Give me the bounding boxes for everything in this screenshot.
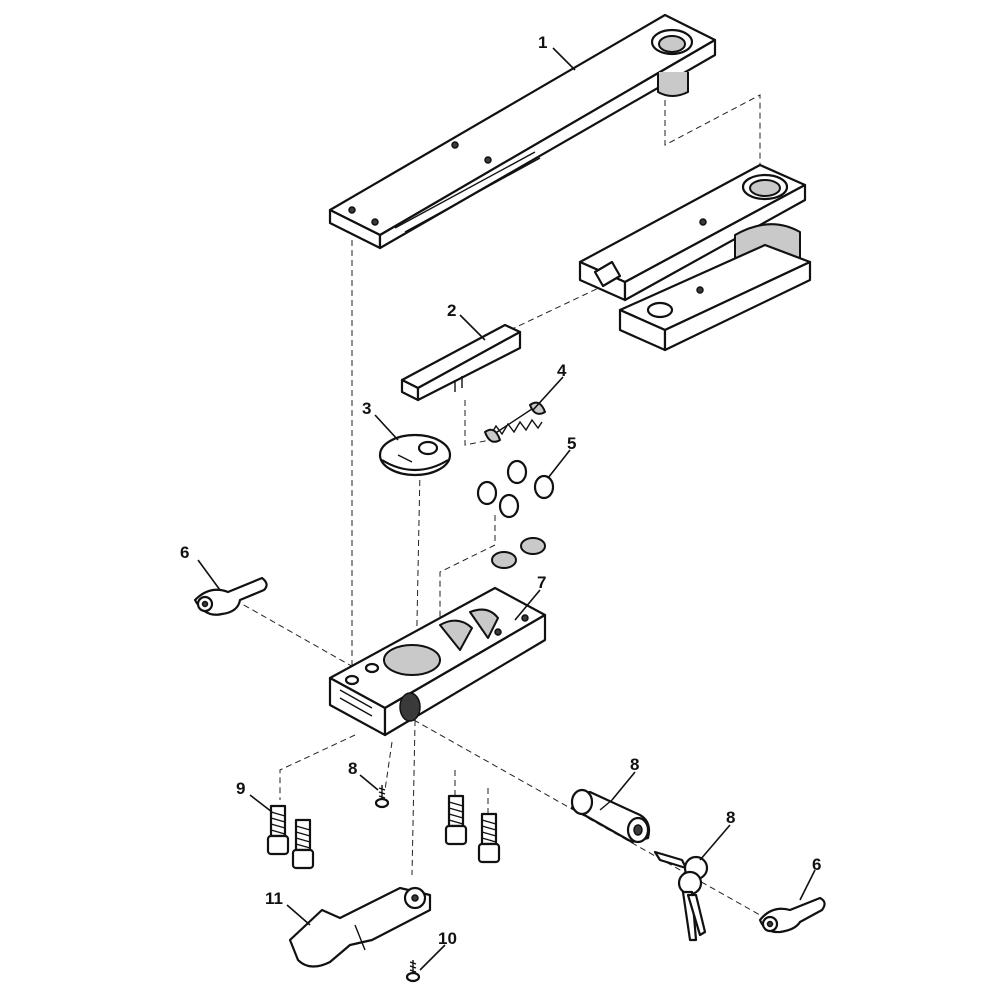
- callout-8-small-screw: 8: [348, 759, 357, 778]
- part-7-housing: [328, 586, 547, 737]
- part-8-keys: [653, 850, 709, 942]
- callout-3: 3: [362, 399, 371, 418]
- callout-labels: 1 2 3 4 5 6 7 8 8 8 9 10 11 6: [180, 33, 821, 948]
- callout-6-left: 6: [180, 543, 189, 562]
- callout-6-right: 6: [812, 855, 821, 874]
- callout-1: 1: [538, 33, 547, 52]
- callout-2: 2: [447, 301, 456, 320]
- callout-8-key: 8: [726, 808, 735, 827]
- part-9-cap-screws: [266, 794, 501, 870]
- part-8-small-screw: [374, 785, 390, 809]
- lower-arm-bracket: [578, 163, 812, 352]
- callout-5: 5: [567, 434, 576, 453]
- callout-11: 11: [265, 889, 283, 908]
- callout-leaders: [197, 47, 816, 971]
- part-3-cam-disc: [378, 433, 452, 477]
- part-8-lock-cylinder: [570, 788, 651, 844]
- callout-7: 7: [537, 573, 546, 592]
- part-11-lever-arm: [288, 886, 432, 968]
- part-2-latch-slider: [400, 323, 522, 402]
- callout-4: 4: [557, 361, 567, 380]
- part-6-thumb-turn-right: [758, 896, 826, 934]
- part-10-small-screw: [405, 960, 421, 983]
- part-4-spring: [484, 401, 546, 443]
- callout-8-cylinder: 8: [630, 755, 639, 774]
- part-1-top-arm: [328, 13, 717, 250]
- callout-10: 10: [438, 929, 457, 948]
- part-5-pins: [476, 459, 555, 569]
- part-6-thumb-turn-left: [193, 576, 268, 616]
- callout-9: 9: [236, 779, 245, 798]
